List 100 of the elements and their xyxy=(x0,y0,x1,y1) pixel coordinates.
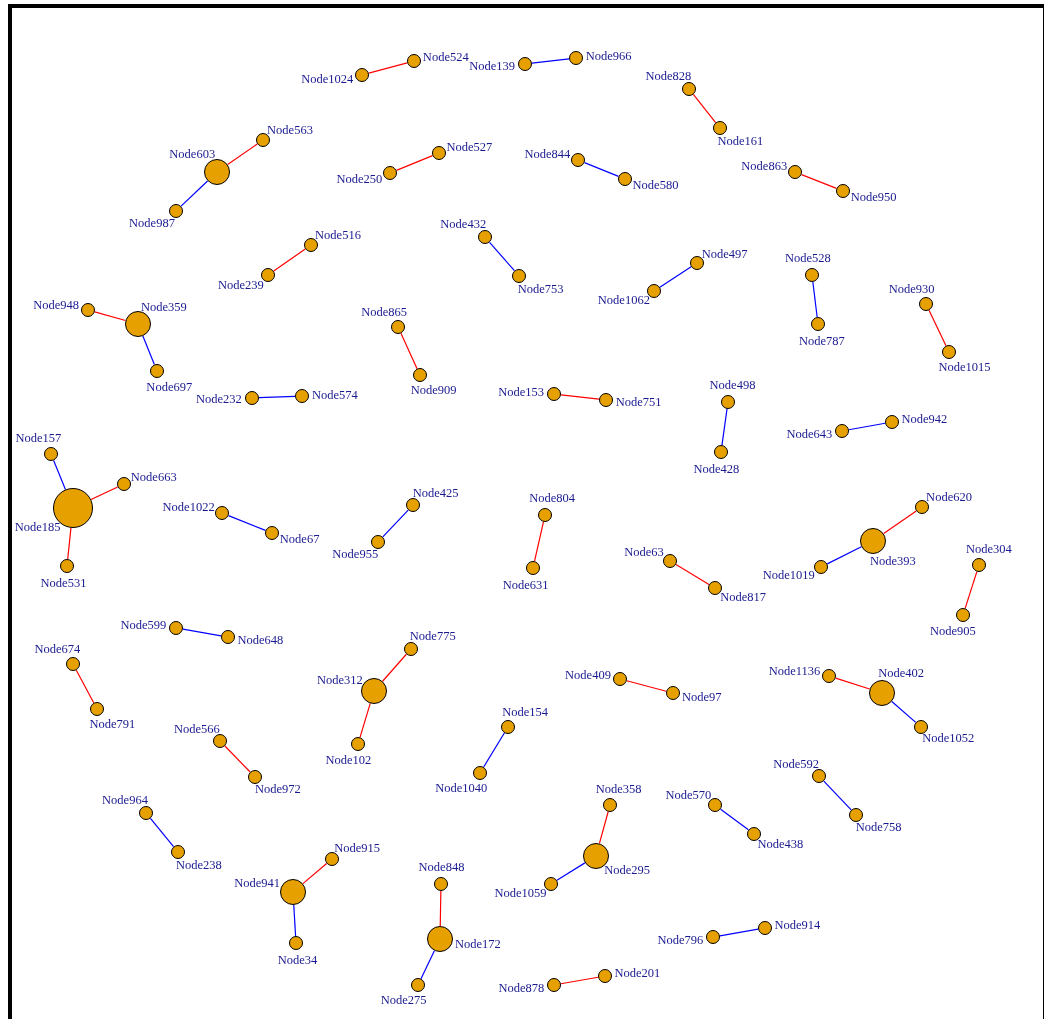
node-label: Node497 xyxy=(701,246,748,261)
node-circle xyxy=(547,978,561,992)
node-circle xyxy=(391,320,405,334)
node-circle xyxy=(512,269,526,283)
node-label: Node942 xyxy=(901,412,948,426)
node-label: Node878 xyxy=(498,980,545,995)
node-label: Node631 xyxy=(502,577,549,592)
edge-line xyxy=(94,311,127,322)
node-circle xyxy=(355,68,369,82)
node-circle xyxy=(714,445,728,459)
node-circle xyxy=(919,297,933,311)
node-circle xyxy=(213,734,227,748)
node-label: Node425 xyxy=(412,485,459,500)
edge-line xyxy=(883,510,917,535)
node-circle xyxy=(956,608,970,622)
node-circle xyxy=(885,415,899,429)
node-circle xyxy=(915,500,929,514)
edge-line xyxy=(420,950,435,980)
edge-line xyxy=(800,174,838,189)
node-circle xyxy=(265,526,279,540)
node-circle xyxy=(427,926,453,952)
node-circle xyxy=(325,852,339,866)
node-label: Node863 xyxy=(741,158,788,173)
node-label: Node239 xyxy=(217,277,264,292)
node-circle xyxy=(618,172,632,186)
edge-line xyxy=(400,332,418,370)
edge-line xyxy=(382,509,409,538)
node-label: Node930 xyxy=(888,281,935,296)
node-label: Node1019 xyxy=(762,567,815,582)
node-label: Node157 xyxy=(15,431,62,446)
edge-line xyxy=(812,281,818,318)
node-label: Node67 xyxy=(279,532,320,547)
node-label: Node787 xyxy=(799,333,845,348)
edge-line xyxy=(258,395,296,399)
node-label: Node948 xyxy=(33,298,80,313)
node-label: Node828 xyxy=(645,68,692,83)
edge-line xyxy=(720,808,749,831)
node-label: Node102 xyxy=(325,753,372,768)
node-circle xyxy=(526,561,540,575)
edge-line xyxy=(928,309,947,347)
edge-line xyxy=(227,515,267,531)
node-label: Node295 xyxy=(604,862,651,877)
node-circle xyxy=(666,686,680,700)
edge-line xyxy=(302,862,328,885)
node-circle xyxy=(361,678,387,704)
node-circle xyxy=(706,930,720,944)
edge-line xyxy=(692,93,717,124)
node-circle xyxy=(261,268,275,282)
edge-line xyxy=(721,408,728,446)
node-circle xyxy=(171,845,185,859)
edge-line xyxy=(382,653,407,682)
node-label: Node531 xyxy=(40,575,87,590)
node-circle xyxy=(81,303,95,317)
node-circle xyxy=(413,368,427,382)
node-circle xyxy=(125,311,151,337)
node-circle xyxy=(411,978,425,992)
node-label: Node1022 xyxy=(162,499,215,514)
edge-line xyxy=(626,680,667,692)
node-circle xyxy=(571,153,585,167)
node-circle xyxy=(204,159,230,185)
node-circle xyxy=(849,808,863,822)
node-circle xyxy=(708,581,722,595)
edge-line xyxy=(489,241,515,272)
node-circle xyxy=(869,680,895,706)
node-label: Node599 xyxy=(120,618,167,633)
edge-line xyxy=(556,862,586,881)
node-circle xyxy=(383,166,397,180)
edge-line xyxy=(227,143,258,166)
node-circle xyxy=(569,51,583,65)
edge-line xyxy=(75,669,95,704)
edge-line xyxy=(180,180,209,207)
node-label: Node955 xyxy=(332,547,379,562)
edge-line xyxy=(560,976,599,985)
edge-line xyxy=(964,571,978,609)
node-circle xyxy=(682,82,696,96)
node-label: Node972 xyxy=(255,782,301,797)
node-label: Node570 xyxy=(665,787,712,802)
node-label: Node603 xyxy=(169,147,216,162)
node-label: Node753 xyxy=(517,281,564,296)
node-label: Node1040 xyxy=(435,780,488,795)
node-label: Node139 xyxy=(469,59,516,73)
node-label: Node172 xyxy=(454,937,501,952)
edge-line xyxy=(659,266,692,288)
node-circle xyxy=(812,769,826,783)
node-label: Node201 xyxy=(614,966,661,981)
node-circle xyxy=(805,268,819,282)
node-label: Node648 xyxy=(237,632,284,647)
node-circle xyxy=(690,256,704,270)
node-circle xyxy=(822,669,836,683)
node-label: Node250 xyxy=(336,172,383,187)
node-label: Node1062 xyxy=(597,293,650,308)
edge-line xyxy=(224,745,251,773)
node-label: Node865 xyxy=(361,304,408,319)
node-circle xyxy=(972,558,986,572)
node-label: Node1059 xyxy=(494,885,547,900)
node-label: Node409 xyxy=(565,667,611,682)
node-label: Node1024 xyxy=(301,72,354,87)
edge-line xyxy=(835,677,871,690)
node-label: Node304 xyxy=(966,541,1012,556)
node-circle xyxy=(66,657,80,671)
